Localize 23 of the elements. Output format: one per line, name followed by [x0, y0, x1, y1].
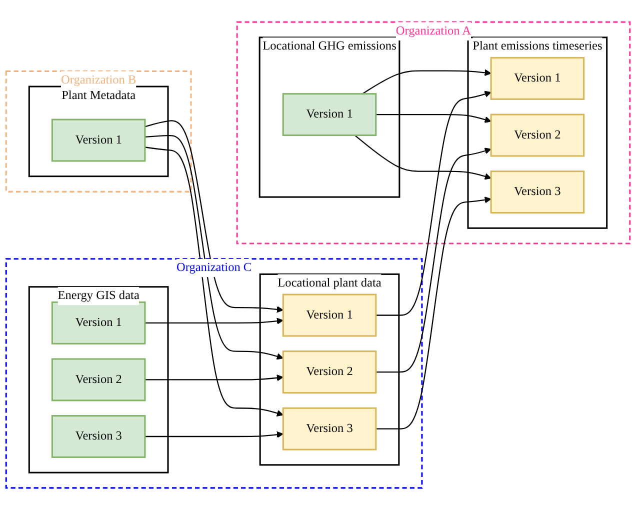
node-box: Version 3 [51, 415, 146, 458]
arrow [144, 318, 284, 324]
arrow [376, 114, 492, 123]
node-box: Version 1 [51, 118, 146, 162]
arrow [376, 148, 492, 373]
arrow [376, 196, 492, 430]
arrow [144, 431, 284, 438]
arrow [376, 90, 492, 316]
node-box: Version 1 [282, 294, 377, 337]
arrow [144, 374, 284, 382]
node-box: Version 2 [51, 358, 146, 402]
node-box: Version 3 [490, 170, 585, 214]
node-box: Version 2 [490, 114, 585, 157]
arrow [144, 134, 284, 360]
node-box: Version 3 [282, 407, 377, 450]
node-box: Version 1 [282, 93, 377, 136]
arrow [144, 120, 284, 313]
arrow [144, 146, 284, 416]
node-box: Version 2 [282, 350, 377, 394]
arrow [362, 69, 492, 94]
arrow [354, 134, 492, 180]
node-box: Version 1 [51, 301, 146, 344]
node-box: Version 1 [490, 56, 585, 100]
